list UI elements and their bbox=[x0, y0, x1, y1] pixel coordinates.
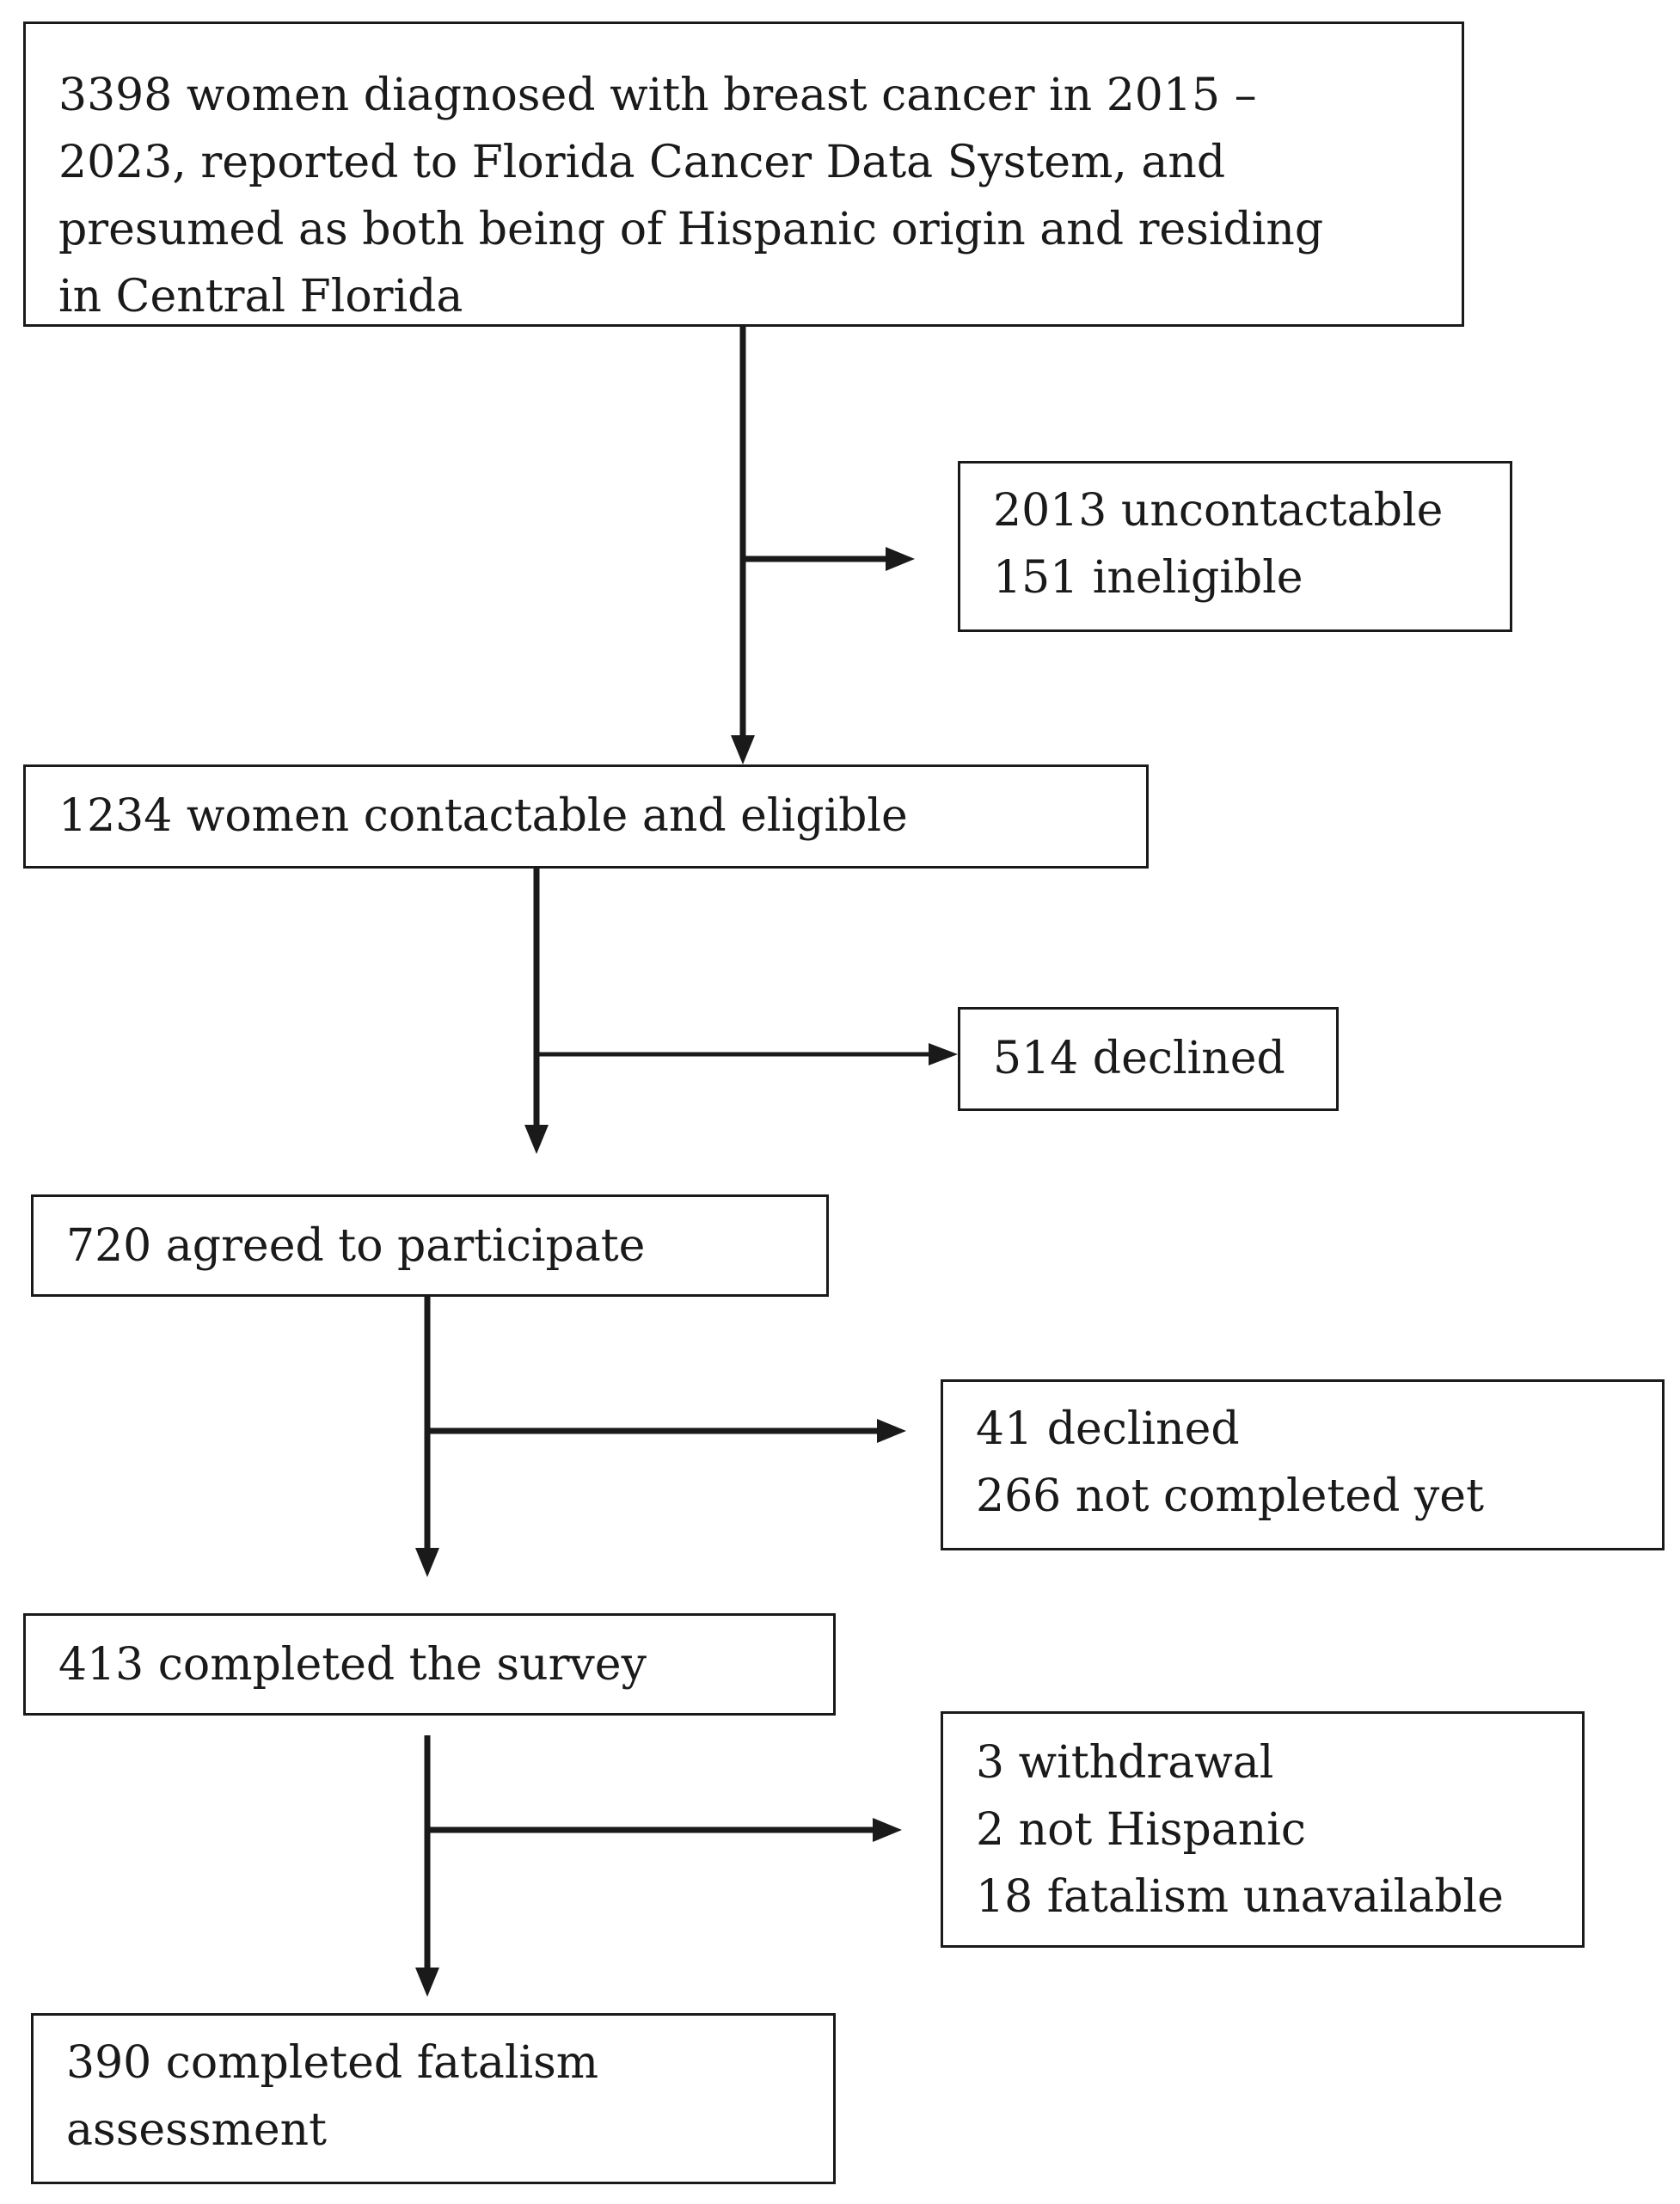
initial-cohort-box: 3398 women diagnosed with breast cancer … bbox=[23, 21, 1464, 327]
declined-first-box: 514 declined bbox=[958, 1007, 1339, 1111]
branch-arrowhead-4 bbox=[873, 1818, 902, 1842]
fatalism-unavailable-line: 18 fatalism unavailable bbox=[976, 1871, 1504, 1923]
agreed-participate-line: 720 agreed to participate bbox=[66, 1220, 646, 1272]
excluded-second-box: 41 declined 266 not completed yet bbox=[941, 1379, 1665, 1550]
initial-cohort-line-2: 2023, reported to Florida Cancer Data Sy… bbox=[58, 137, 1226, 188]
excluded-third-box: 3 withdrawal 2 not Hispanic 18 fatalism … bbox=[941, 1711, 1585, 1948]
trunk-arrowhead-1 bbox=[731, 735, 755, 764]
withdrawal-line: 3 withdrawal bbox=[976, 1737, 1274, 1789]
initial-cohort-line-4: in Central Florida bbox=[58, 271, 463, 322]
final-assessment-line-1: 390 completed fatalism bbox=[66, 2037, 599, 2089]
trunk-arrowhead-3 bbox=[415, 1548, 439, 1577]
branch-arrowhead-1 bbox=[886, 547, 915, 571]
not-completed-line: 266 not completed yet bbox=[976, 1470, 1484, 1522]
agreed-participate-box: 720 agreed to participate bbox=[31, 1194, 829, 1297]
declined-second-line: 41 declined bbox=[976, 1403, 1240, 1455]
contactable-eligible-line: 1234 women contactable and eligible bbox=[58, 790, 908, 842]
completed-survey-line: 413 completed the survey bbox=[58, 1639, 647, 1691]
declined-first-line: 514 declined bbox=[993, 1033, 1285, 1084]
branch-arrowhead-2 bbox=[929, 1043, 958, 1065]
excluded-ineligible-line: 151 ineligible bbox=[993, 552, 1303, 604]
contactable-eligible-box: 1234 women contactable and eligible bbox=[23, 764, 1149, 869]
not-hispanic-line: 2 not Hispanic bbox=[976, 1804, 1307, 1856]
final-assessment-line-2: assessment bbox=[66, 2104, 327, 2156]
branch-arrowhead-3 bbox=[877, 1419, 906, 1443]
initial-cohort-line-3: presumed as both being of Hispanic origi… bbox=[58, 204, 1324, 255]
completed-survey-box: 413 completed the survey bbox=[23, 1613, 836, 1716]
trunk-arrowhead-4 bbox=[415, 1968, 439, 1997]
trunk-arrowhead-2 bbox=[524, 1125, 549, 1154]
initial-cohort-line-1: 3398 women diagnosed with breast cancer … bbox=[58, 70, 1257, 121]
excluded-uncontactable-box: 2013 uncontactable 151 ineligible bbox=[958, 461, 1512, 632]
final-assessment-box: 390 completed fatalism assessment bbox=[31, 2013, 836, 2184]
excluded-uncontactable-line: 2013 uncontactable bbox=[993, 485, 1444, 537]
